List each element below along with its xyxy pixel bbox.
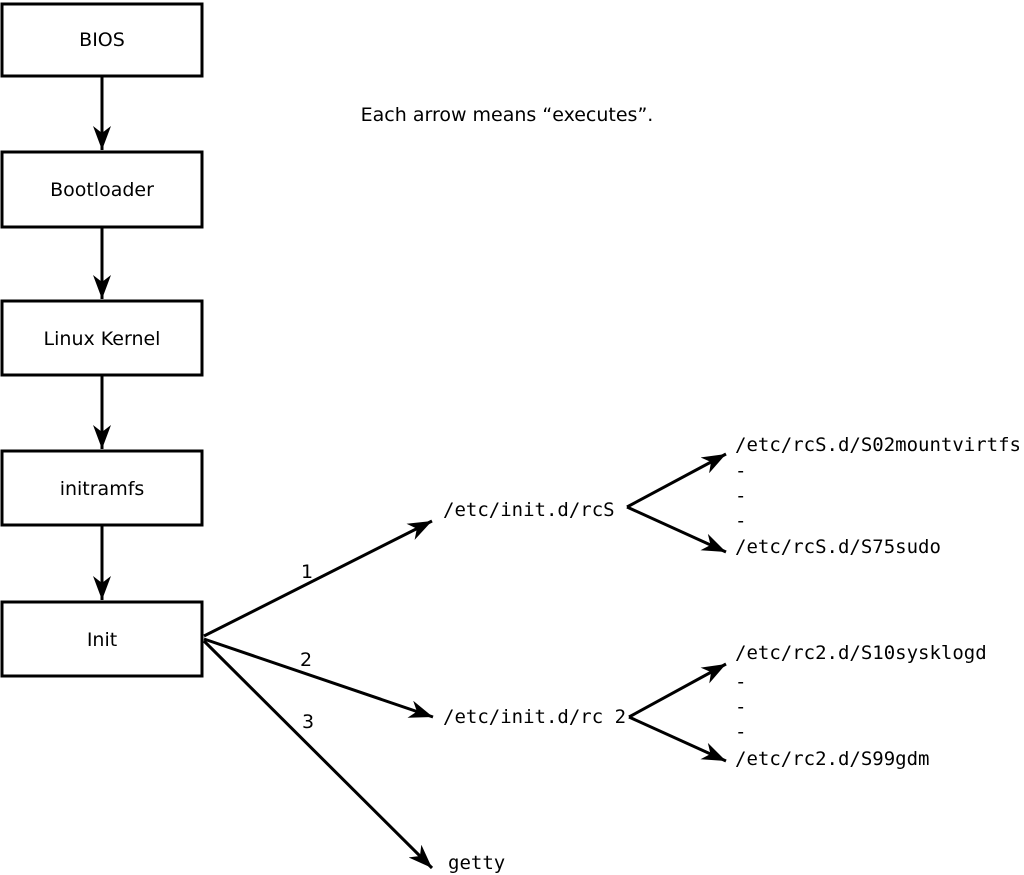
- box-init-label: Init: [87, 629, 117, 651]
- rc2-ellipsis-2: -: [735, 696, 746, 718]
- arrow-rcs-to-s02mountvirtfs: [626, 452, 727, 509]
- getty-label: getty: [448, 852, 505, 874]
- rcs-first-entry: /etc/rcS.d/S02mountvirtfs: [735, 434, 1021, 456]
- rcs-script-label: /etc/init.d/rcS: [443, 499, 615, 521]
- box-bootloader: [0, 150, 204, 229]
- rcs-ellipsis-2: -: [735, 485, 746, 507]
- rc2-last-entry: /etc/rc2.d/S99gdm: [735, 748, 929, 770]
- arrow-init-to-rcs: [203, 519, 433, 638]
- rcs-last-entry: /etc/rcS.d/S75sudo: [735, 536, 941, 558]
- executes-note: Each arrow means “executes”.: [361, 104, 654, 126]
- box-init: [0, 600, 204, 678]
- arrow-init-to-rc2: [203, 637, 434, 719]
- arrow-rc2-to-s10sysklogd: [628, 662, 727, 719]
- rc2-script-label: /etc/init.d/rc 2: [443, 706, 626, 728]
- arrow-rcs-to-s75sudo: [626, 505, 727, 554]
- box-bios: [0, 2, 204, 78]
- rcs-ellipsis-1: -: [735, 460, 746, 482]
- rcs-ellipsis-3: -: [735, 510, 746, 532]
- box-bootloader-label: Bootloader: [50, 179, 154, 201]
- arrow-init-to-getty: [202, 639, 434, 870]
- branch-order-1: 1: [301, 561, 313, 583]
- box-linux-kernel: [0, 299, 204, 377]
- rc2-first-entry: /etc/rc2.d/S10sysklogd: [735, 642, 987, 664]
- rc2-ellipsis-3: -: [735, 721, 746, 743]
- box-linux-kernel-label: Linux Kernel: [44, 328, 161, 350]
- box-initramfs: [0, 449, 204, 527]
- arrow-rc2-to-s99gdm: [628, 715, 727, 763]
- rc2-ellipsis-1: -: [735, 671, 746, 693]
- branch-order-2: 2: [300, 649, 312, 671]
- box-initramfs-label: initramfs: [60, 478, 145, 500]
- branch-order-3: 3: [302, 711, 314, 733]
- box-bios-label: BIOS: [79, 29, 125, 51]
